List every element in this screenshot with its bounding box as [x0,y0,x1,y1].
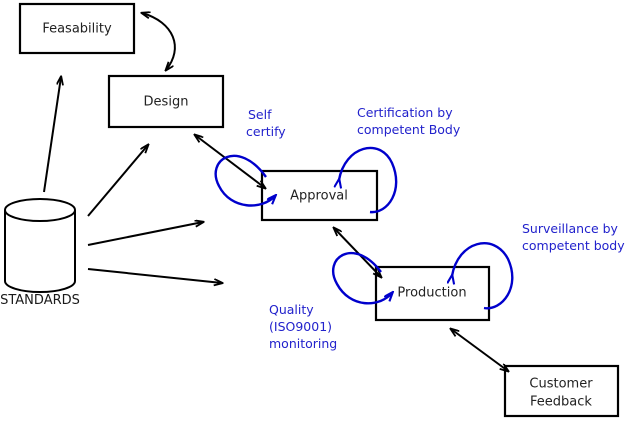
loop-quality-monitoring [331,251,392,305]
quality-line1: Quality [269,302,314,317]
edge-production-customer-feedback [451,329,508,371]
self-certify-line2: certify [246,124,286,139]
design-label: Design [144,95,189,110]
node-standards[interactable]: STANDARDS [0,198,80,308]
approval-label: Approval [290,189,348,204]
edge-design-approval [195,135,265,188]
edge-standards-production [87,268,222,283]
annotation-self-certify: Self certify [246,107,286,139]
edge-approval-production [334,228,381,277]
standards-label: STANDARDS [0,293,80,308]
node-customer-feedback[interactable]: Customer Feedback [503,364,620,418]
loop-self-certify [214,154,275,207]
surveillance-line2: competent body [522,238,625,253]
production-label: Production [397,286,466,301]
loop-certification [339,146,398,214]
customer-feedback-label-line1: Customer [529,377,593,392]
approval-box[interactable] [260,169,379,222]
node-production[interactable]: Production [374,265,491,322]
standards-cylinder-body[interactable] [4,210,76,293]
annotation-surveillance: Surveillance by competent body [522,221,625,253]
edge-standards-feasability [43,77,61,193]
node-approval[interactable]: Approval [260,169,379,222]
surveillance-line1: Surveillance by [522,221,619,236]
edge-standards-approval [87,222,203,246]
standards-cylinder-top[interactable] [4,198,76,222]
node-design[interactable]: Design [107,74,225,129]
edge-feasability-design [142,13,176,70]
annotation-quality-monitoring: Quality (ISO9001) monitoring [269,302,337,351]
certification-line1: Certification by [357,105,453,120]
self-certify-line1: Self [248,107,272,122]
production-box[interactable] [374,265,491,322]
feasability-box[interactable] [18,2,136,55]
feasability-label: Feasability [42,22,112,37]
customer-feedback-label-line2: Feedback [530,395,592,410]
quality-line2: (ISO9001) [269,319,332,334]
certification-line2: competent Body [357,122,461,137]
loop-surveillance [452,242,514,310]
annotation-certification: Certification by competent Body [357,105,461,137]
quality-line3: monitoring [269,336,337,351]
customer-feedback-box[interactable] [503,364,620,418]
node-feasability[interactable]: Feasability [18,2,136,55]
design-box[interactable] [107,74,225,129]
edge-standards-design [87,145,148,217]
